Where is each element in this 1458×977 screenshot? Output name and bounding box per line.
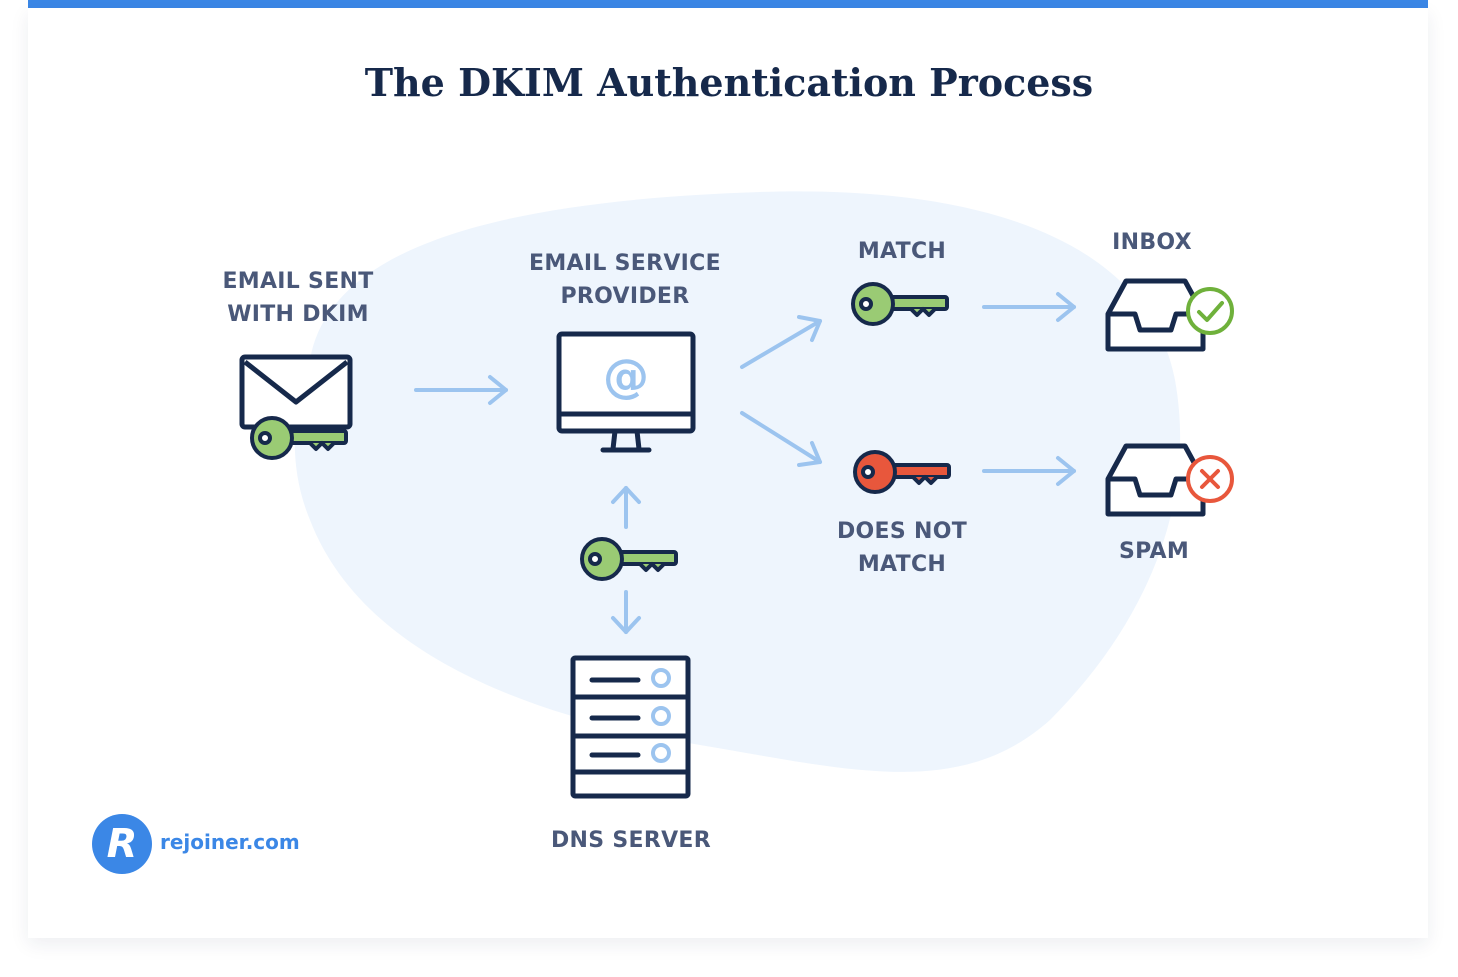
label-email-sent-line1: EMAIL SENT	[222, 269, 374, 294]
label-email-sent-line2: WITH DKIM	[227, 302, 369, 327]
label-does-not-match-line1: DOES NOT	[836, 519, 968, 544]
arrow-key-to-dns	[611, 590, 641, 634]
brand-name: rejoiner.com	[160, 830, 300, 854]
label-match: MATCH	[857, 239, 947, 264]
checkmark-icon	[1186, 287, 1234, 335]
key-icon-no-match	[853, 450, 951, 494]
page-title: The DKIM Authentication Process	[364, 60, 1094, 105]
label-esp-line2: PROVIDER	[560, 284, 690, 309]
envelope-icon	[239, 354, 353, 430]
key-icon-match	[851, 282, 949, 326]
server-icon	[570, 655, 691, 799]
label-does-not-match-line2: MATCH	[857, 552, 947, 577]
cross-icon	[1186, 455, 1234, 503]
label-does-not-match: DOES NOT MATCH	[812, 515, 992, 581]
label-inbox: INBOX	[1112, 230, 1192, 255]
label-email-service-provider: EMAIL SERVICE PROVIDER	[505, 247, 745, 313]
arrow-no-match-to-spam	[982, 456, 1076, 486]
arrow-esp-to-match	[740, 315, 822, 369]
arrow-match-to-inbox	[982, 292, 1076, 322]
top-accent-bar	[28, 0, 1428, 8]
arrow-key-to-esp	[611, 486, 641, 529]
brand-logo: R	[92, 814, 152, 874]
key-icon-dns	[580, 537, 678, 581]
label-dns-server: DNS SERVER	[551, 828, 711, 853]
arrow-esp-to-no-match	[740, 411, 822, 467]
label-spam: SPAM	[1118, 539, 1190, 564]
arrow-email-to-esp	[414, 375, 508, 405]
label-esp-line1: EMAIL SERVICE	[529, 251, 721, 276]
label-email-sent: EMAIL SENT WITH DKIM	[198, 265, 398, 331]
background-blob	[294, 191, 1181, 772]
monitor-icon	[556, 331, 696, 453]
key-icon-dkim	[250, 416, 348, 460]
at-sign-icon: @	[603, 349, 649, 403]
inbox-tray-icon	[1105, 278, 1206, 352]
